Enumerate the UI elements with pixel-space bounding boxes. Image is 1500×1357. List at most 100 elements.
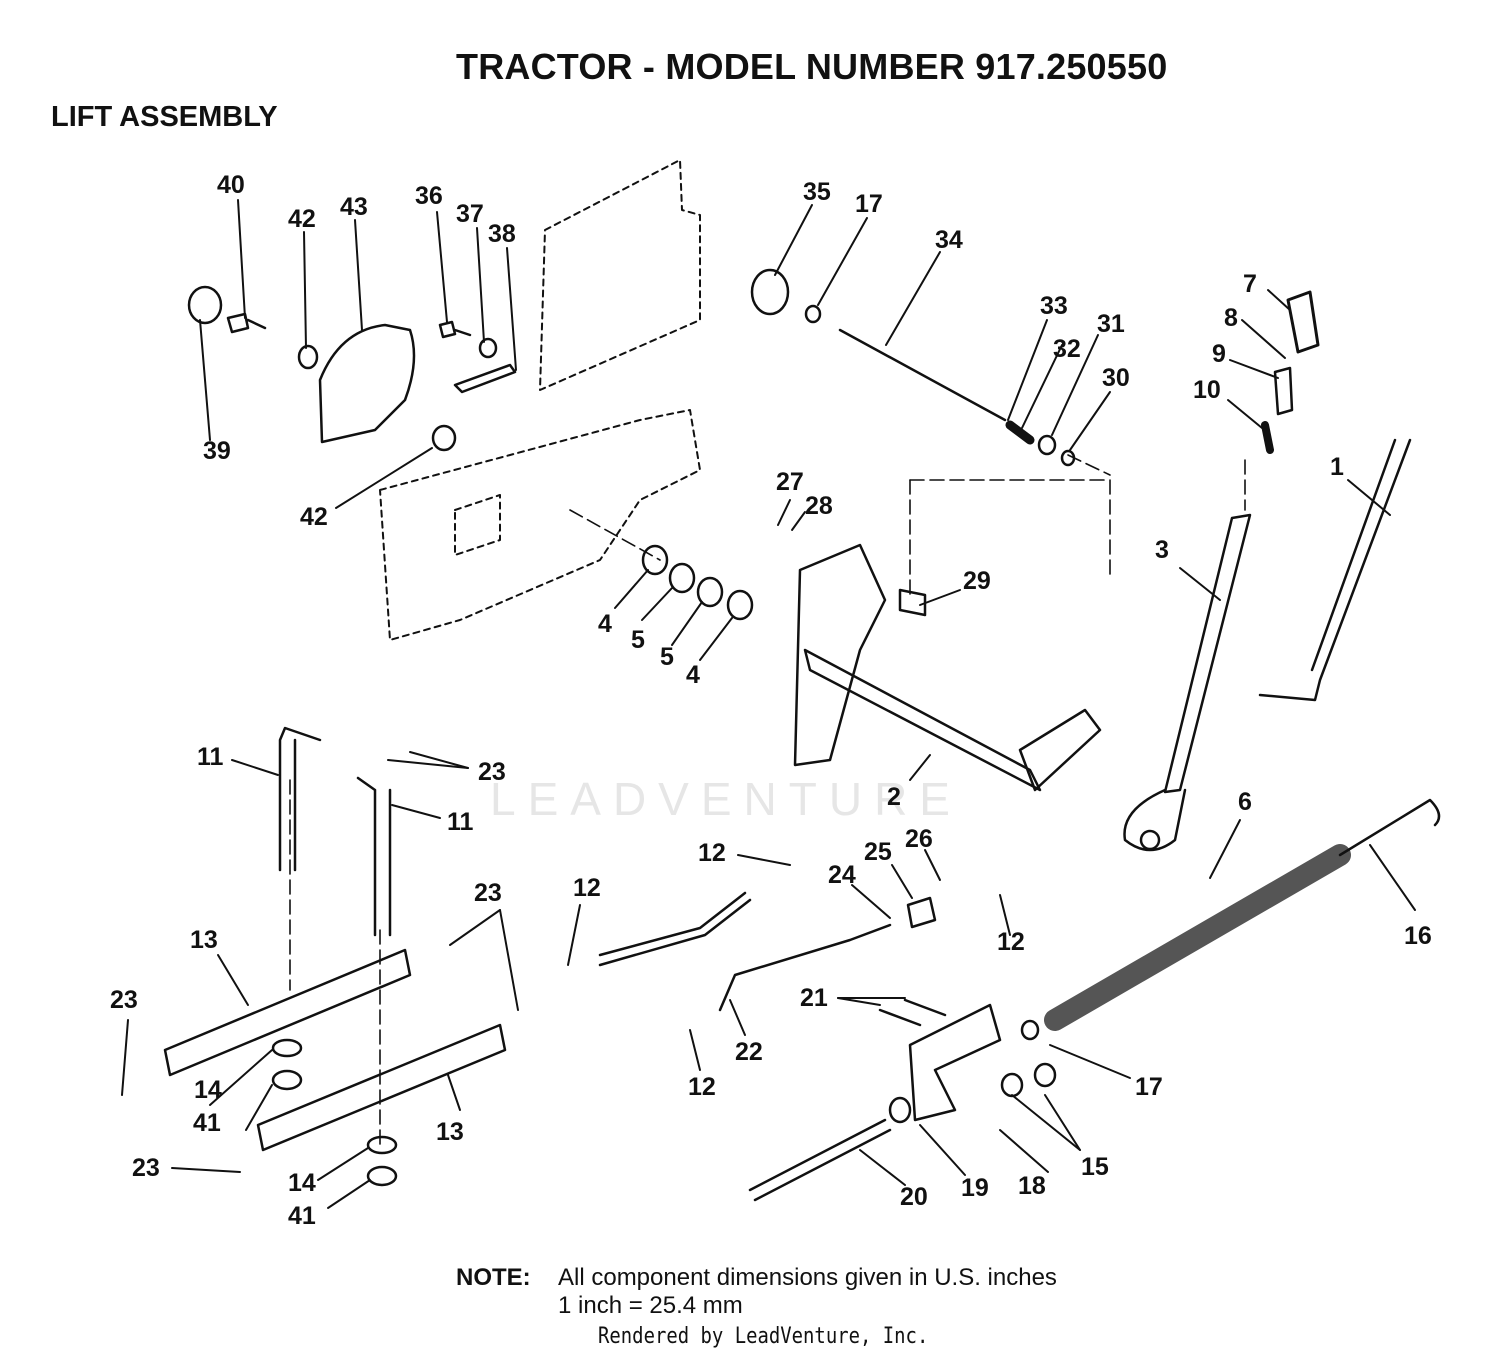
link-22 [718,923,892,1012]
washer-31 [1037,434,1057,456]
ring-5a [668,562,696,594]
nut-15a [1000,1072,1024,1098]
callout-2: 2 [887,783,901,811]
rod-34 [838,328,1007,422]
nut-41a [271,1069,303,1091]
callout-5a: 5 [631,626,645,654]
callout-13b: 13 [436,1118,464,1146]
render-credit: Rendered by LeadVenture, Inc. [598,1324,929,1349]
callout-13a: 13 [190,926,218,954]
callout-41b: 41 [288,1202,316,1230]
callout-17a: 17 [855,190,883,218]
nut-41b [366,1165,398,1187]
callout-23c: 23 [110,986,138,1014]
callout-7: 7 [1243,270,1257,298]
ring-5b [696,576,724,608]
spring-32 [1005,420,1035,445]
ring-4b [726,589,754,621]
diagram-title: TRACTOR - MODEL NUMBER 917.250550 [456,46,1168,87]
callout-42b: 42 [300,503,328,531]
callout-34: 34 [935,226,963,254]
callouts: 1 2 3 4 4 5 5 6 7 8 9 10 11 11 12 12 12 … [110,171,1432,1230]
arm-13b [256,1023,507,1152]
callout-12d: 12 [688,1073,716,1101]
callout-8: 8 [1224,304,1238,332]
note-label: NOTE: [456,1264,531,1291]
frame-plate [379,159,701,641]
shaft-2 [803,648,1042,792]
link-upper [598,891,752,967]
callout-40: 40 [217,171,245,199]
callout-24: 24 [828,861,856,889]
dimensions-note: NOTE: All component dimensions given in U… [456,1264,1057,1320]
callout-12b: 12 [573,874,601,902]
lever-3-foot [1123,788,1187,852]
bolt-20 [748,1118,892,1202]
note-line2: 1 inch = 25.4 mm [558,1292,743,1319]
nut-15b [1033,1062,1057,1088]
callout-23a: 23 [478,758,506,786]
block-29 [898,588,927,617]
bolt-40 [226,312,267,334]
callout-22: 22 [735,1038,763,1066]
bolt-21 [878,998,947,1027]
callout-9: 9 [1212,340,1226,368]
callout-35: 35 [803,178,831,206]
knob-35 [750,268,790,316]
washer-42a [297,344,319,370]
note-line1: All component dimensions given in U.S. i… [558,1264,1057,1291]
callout-29: 29 [963,567,991,595]
callout-37: 37 [456,200,484,228]
callout-4b: 4 [686,661,700,689]
callout-3: 3 [1155,536,1169,564]
callout-25: 25 [864,838,892,866]
rod-11b [356,776,392,937]
callout-20: 20 [900,1183,928,1211]
callout-41a: 41 [193,1109,221,1137]
callout-42a: 42 [288,205,316,233]
callout-23d: 23 [132,1154,160,1182]
pin-9 [1273,366,1294,416]
callout-18: 18 [1018,1172,1046,1200]
washer-37 [478,337,498,359]
callout-43: 43 [340,193,368,221]
callout-14b: 14 [288,1169,316,1197]
callout-15: 15 [1081,1153,1109,1181]
ring-39 [187,285,223,325]
washer-14b [366,1135,398,1155]
nut-30 [1060,449,1076,467]
spring-16 [1044,844,1351,1031]
washer-42b [431,424,457,452]
callout-36: 36 [415,182,443,210]
bracket-2 [793,543,887,767]
callout-11a: 11 [197,743,224,771]
callout-12a: 12 [698,839,726,867]
callout-14a: 14 [194,1076,222,1104]
callout-19: 19 [961,1174,989,1202]
lever-3 [1163,513,1252,794]
ring-4a [641,544,669,576]
callout-33: 33 [1040,292,1068,320]
callout-28: 28 [805,492,833,520]
callout-21: 21 [800,984,828,1012]
callout-12c: 12 [997,928,1025,956]
washer-14a [271,1038,303,1058]
callout-27: 27 [776,468,804,496]
callout-23b: 23 [474,879,502,907]
bolt-36 [438,320,472,339]
grip-7 [1286,290,1320,354]
swivel-25 [906,896,937,929]
washer-19 [888,1096,912,1124]
dashed-leaders [289,454,1246,1151]
callout-38: 38 [488,220,516,248]
arm-13a [163,948,412,1077]
callout-5b: 5 [660,643,674,671]
assembly-subtitle: LIFT ASSEMBLY [51,101,278,133]
nut-17b [1020,1019,1040,1041]
callout-39: 39 [203,437,231,465]
callout-10: 10 [1193,376,1221,404]
leader-lines [121,199,1416,1209]
bracket-18 [908,1003,1002,1122]
fender-43 [318,323,416,444]
callout-31: 31 [1097,310,1125,338]
